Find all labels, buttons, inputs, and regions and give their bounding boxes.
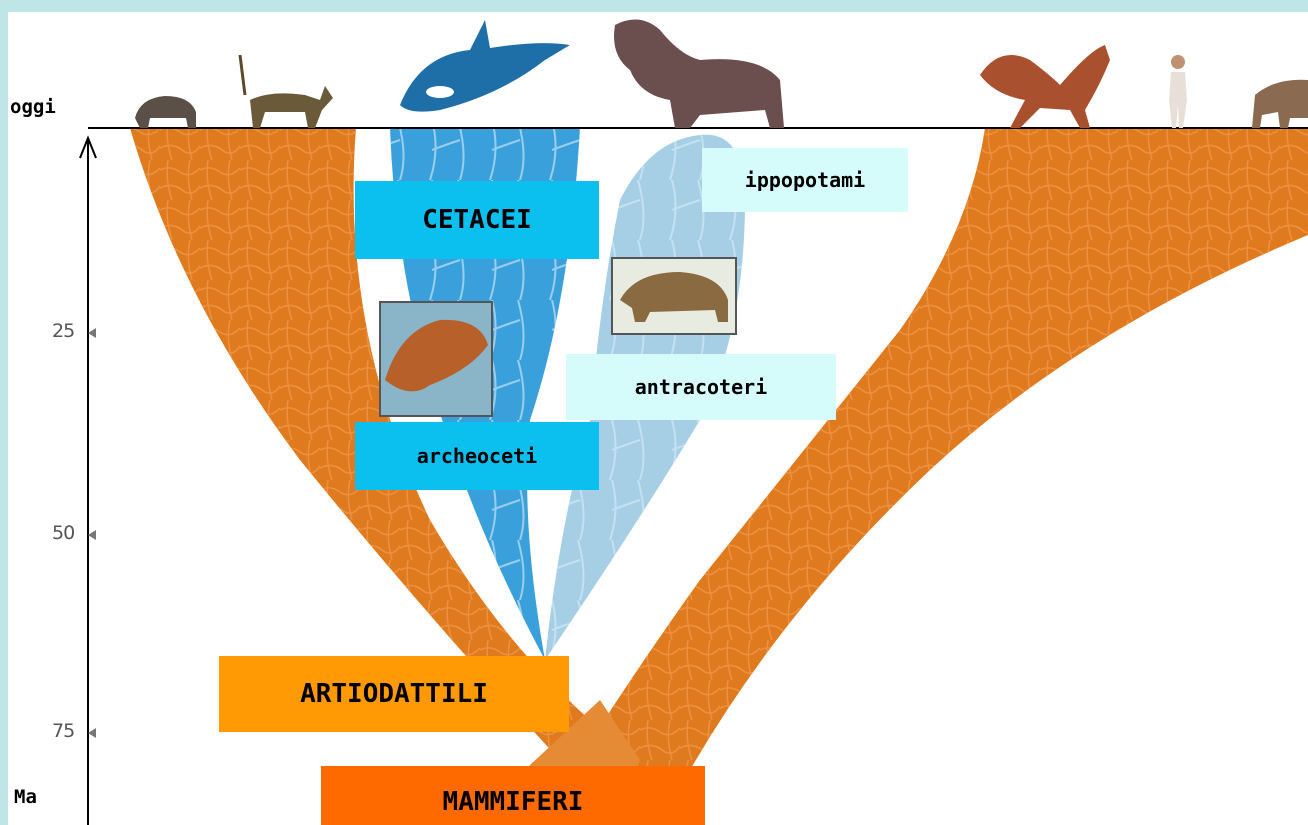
horse-icon [980, 45, 1110, 128]
tick-50: 50 [52, 522, 74, 544]
tick-25: 25 [52, 320, 74, 342]
phylogeny-panel: CETACEI ippopotami antracoteri archeocet… [8, 12, 1308, 825]
oggi-label: oggi [10, 96, 56, 118]
archeoceti-label: archeoceti [355, 422, 599, 490]
archaeocete-fossil-icon [380, 302, 492, 416]
tick-75: 75 [52, 720, 74, 742]
anthracothere-fossil-icon [612, 258, 736, 334]
cetacei-label: CETACEI [355, 181, 599, 259]
orca-icon [400, 20, 570, 112]
mammiferi-label: MAMMIFERI [321, 766, 705, 825]
antelope-icon [240, 55, 333, 128]
hyena-icon [1252, 80, 1308, 128]
artiodattili-label: ARTIODATTILI [219, 656, 569, 732]
ippopotami-label: ippopotami [702, 148, 908, 212]
human-icon [1169, 55, 1187, 128]
hippo-icon [614, 20, 784, 128]
ma-label: Ma [14, 786, 37, 808]
antracoteri-label: antracoteri [566, 354, 836, 420]
warthog-icon [135, 96, 196, 128]
